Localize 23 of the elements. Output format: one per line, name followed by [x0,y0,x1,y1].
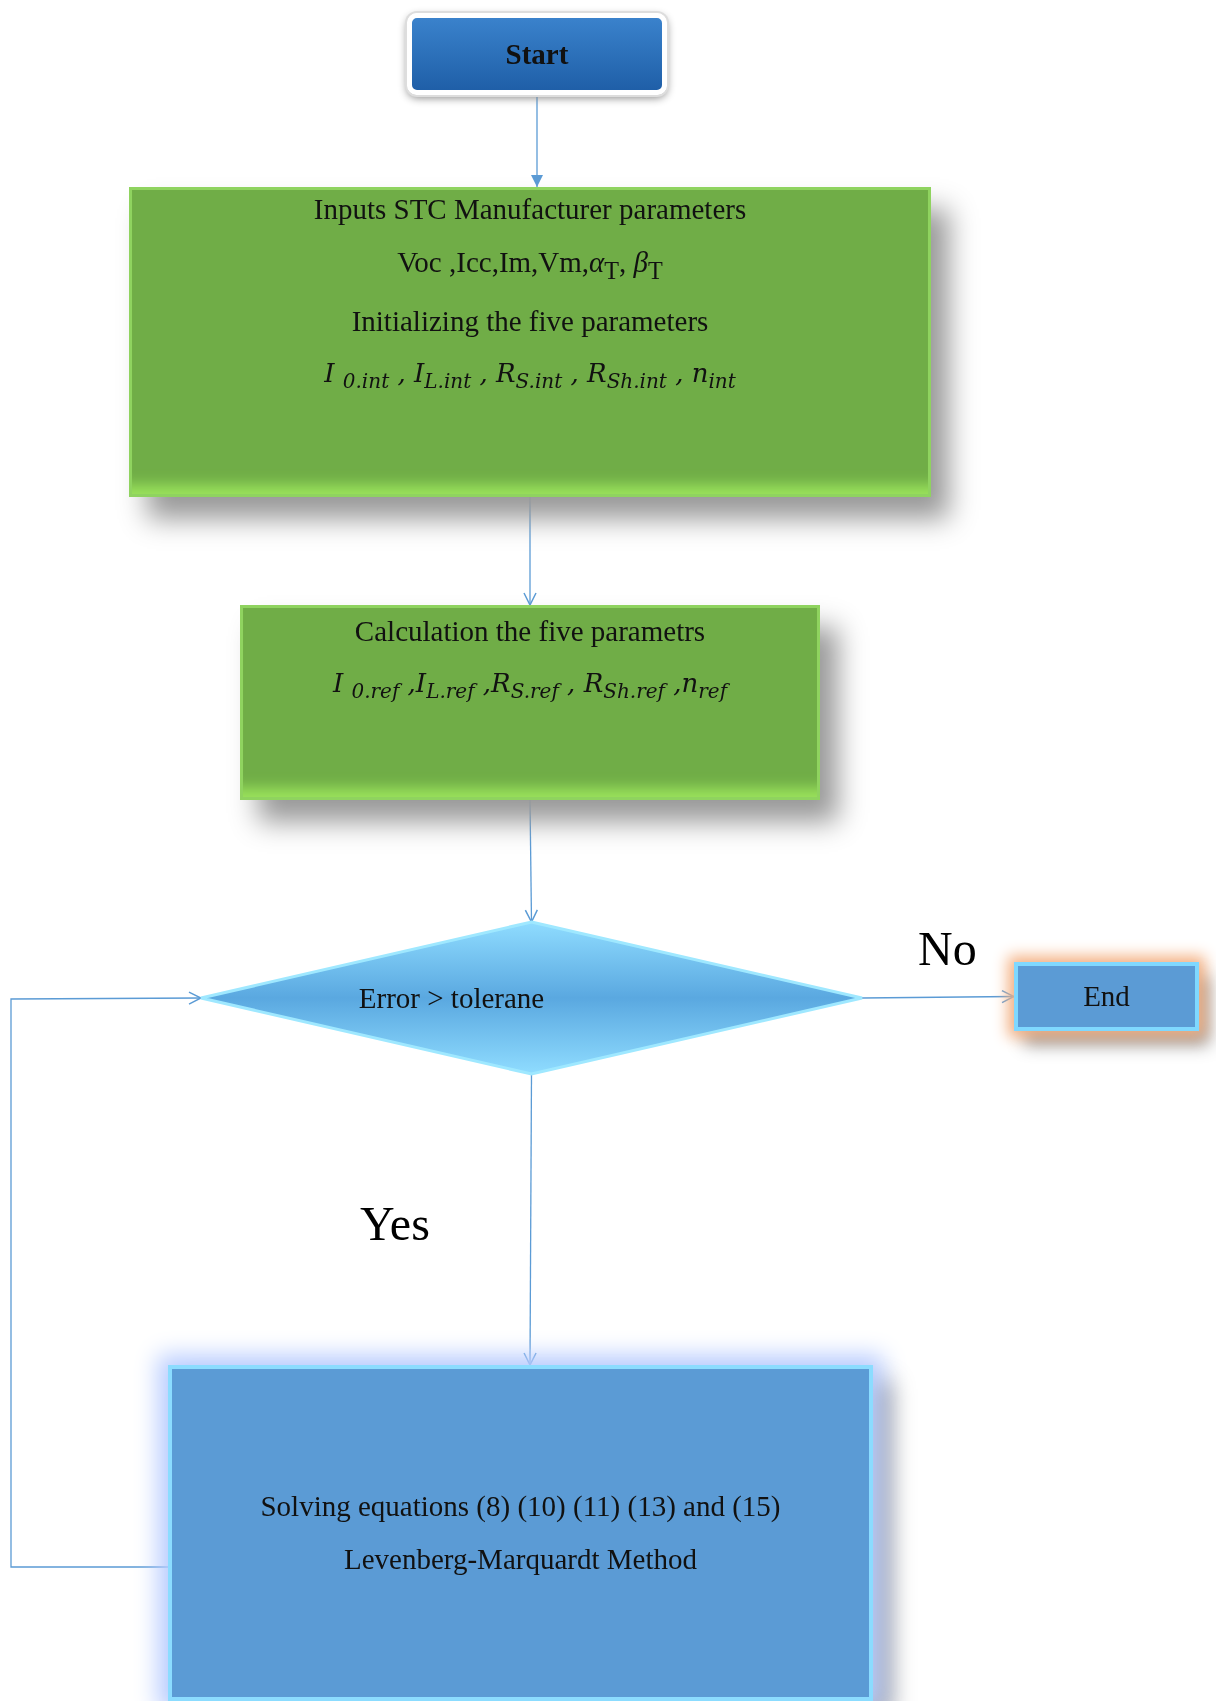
arrow [10,991,202,1568]
node-text: Start [505,37,569,71]
node-text: Solving equations (8) (10) (11) (13) and (15) [260,1490,781,1523]
node-text: Error > tolerane [358,981,545,1015]
node-text: Voc ,Icc,Im,Vm,α$_{T}$, β$_{T}$ [397,246,663,285]
formula-text: I $_{0.int}$ , I$_{L.int}$ , R$_{S.int}$ , R$_{Sh.int}$ , n$_{int}$ [324,357,736,393]
node-text: Inputs STC Manufacturer parameters [313,193,747,226]
decision-diamond [201,922,862,1074]
node-text: Calculation the five parametrs [354,615,706,648]
arrow [524,799,539,923]
arrow [523,496,537,606]
process-box [129,187,931,497]
formula-text: I $_{0.ref}$ ,I$_{L.ref}$ ,R$_{S.ref}$ , R$_{Sh.ref}$ ,n$_{ref}$ [332,668,728,704]
arrow [531,94,543,188]
arrow [861,989,1015,1004]
node-text: Initializing the five parameters [351,304,709,338]
arrow [523,1073,537,1366]
end-terminal [1014,962,1199,1031]
start-terminal [407,13,667,95]
node-text: End [1083,980,1130,1013]
process-box [240,605,820,800]
node-text: Levenberg-Marquardt Method [344,1543,697,1576]
process-box [168,1365,873,1701]
